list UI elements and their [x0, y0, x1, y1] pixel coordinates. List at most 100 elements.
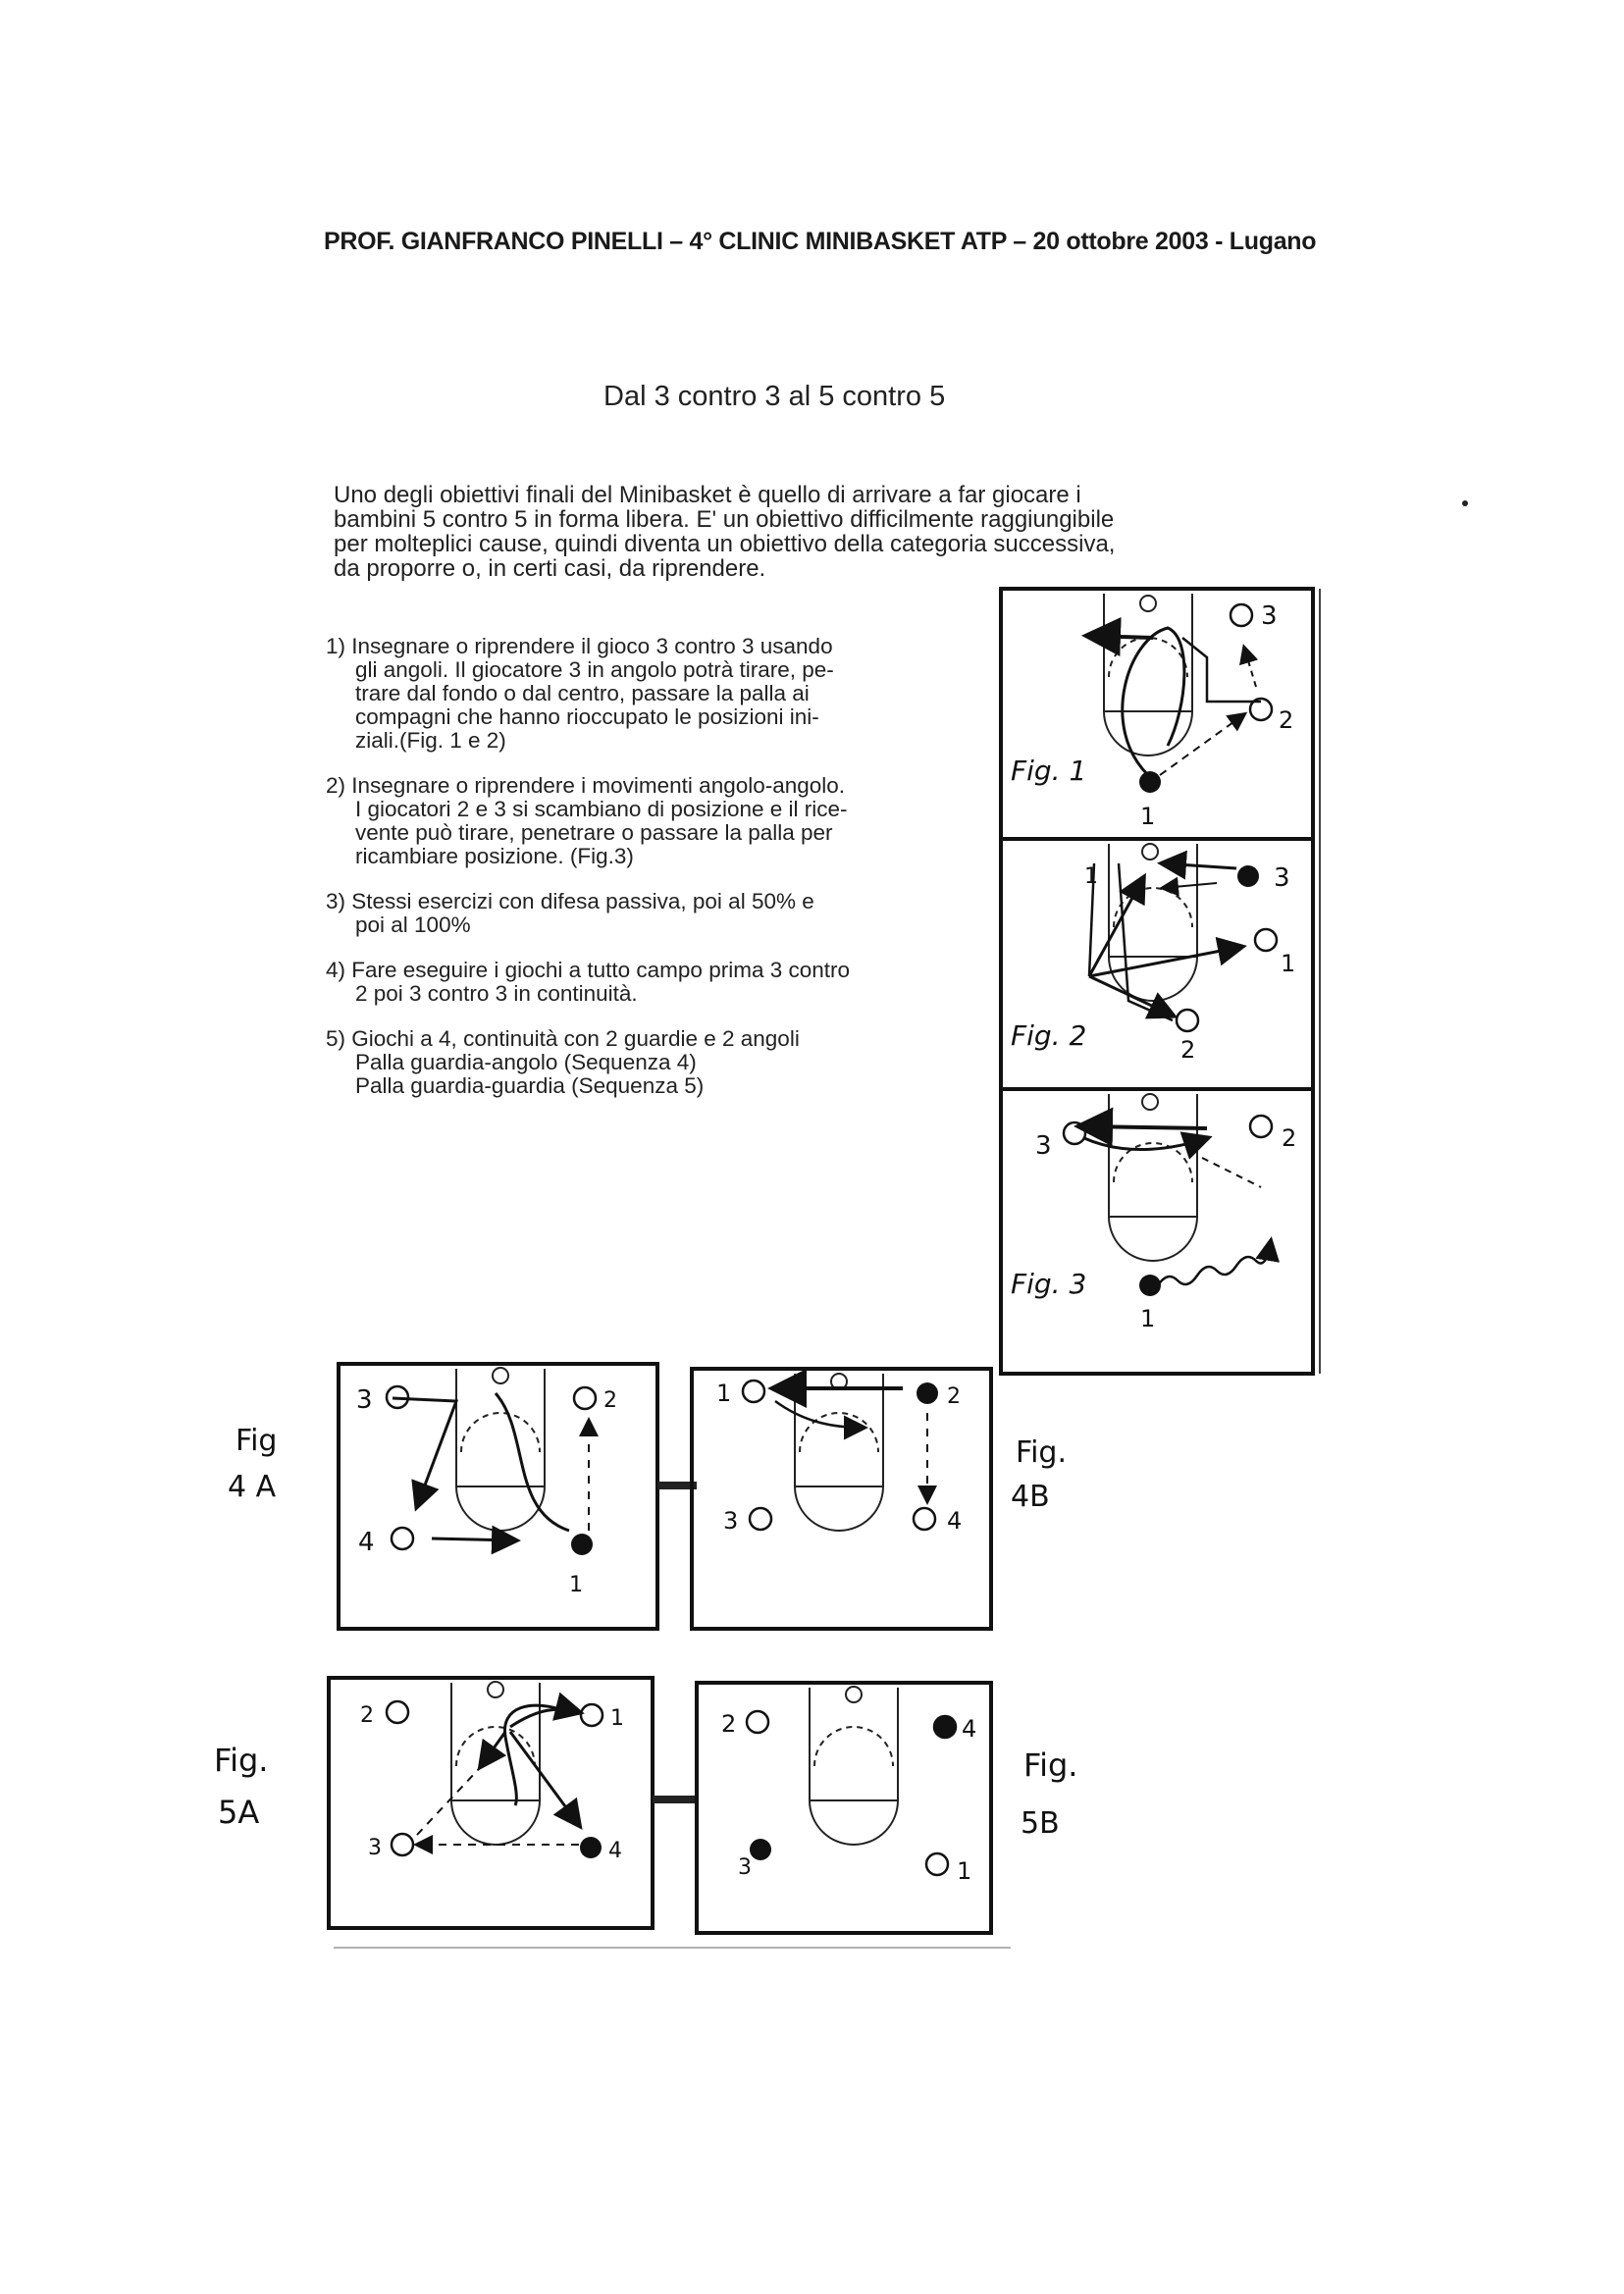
ball-handler-icon	[1237, 865, 1259, 887]
player-label: 2	[1282, 1124, 1296, 1152]
offense-player-icon	[745, 1709, 770, 1735]
item-line: 2 poi 3 contro 3 in continuità.	[355, 981, 638, 1006]
pass-line	[1201, 1157, 1262, 1188]
basket-icon	[1139, 595, 1157, 612]
offense-player-icon	[1253, 927, 1279, 953]
intro-line: bambini 5 contro 5 in forma libera. E' u…	[334, 506, 1115, 533]
player-label: 2	[721, 1710, 736, 1738]
item-line: poi al 100%	[355, 912, 471, 937]
court-frame	[337, 1362, 659, 1631]
basket-icon	[1141, 1093, 1159, 1111]
move-arrow	[1074, 1107, 1208, 1147]
figure-label: 5B	[1021, 1806, 1060, 1841]
free-throw-arc	[450, 1799, 541, 1846]
player-label: 2	[360, 1703, 374, 1728]
item-line: ziali.(Fig. 1 e 2)	[355, 728, 506, 753]
item-line: trare dal fondo o dal centro, passare la…	[355, 681, 810, 705]
player-label: 4	[947, 1507, 962, 1535]
player-label: 1	[1281, 950, 1295, 977]
figure-2: 3 1 2 1 Fig. 2	[999, 837, 1315, 1091]
court-frame	[695, 1681, 993, 1935]
free-throw-arc	[809, 1799, 899, 1846]
paint-area	[1108, 1094, 1198, 1218]
dribble-path	[1156, 1236, 1281, 1286]
figure-label: Fig. 3	[1011, 1268, 1086, 1300]
item-line: compagni che hanno rioccupato le posizio…	[355, 704, 819, 729]
player-label: 3	[1274, 863, 1290, 893]
pass-line	[416, 1755, 492, 1836]
offense-player-icon	[572, 1385, 598, 1411]
basket-icon	[1141, 843, 1159, 860]
move-arrow	[392, 1396, 459, 1512]
pass-arrow	[1239, 644, 1259, 688]
paint-area	[455, 1369, 546, 1487]
player-label: 1	[716, 1380, 731, 1407]
paint-area	[450, 1683, 541, 1801]
figure-label: 4 A	[228, 1470, 277, 1504]
cut-path	[1121, 626, 1186, 777]
free-throw-arc	[1108, 1216, 1198, 1262]
player-label: 3	[1261, 601, 1278, 631]
court-frame	[999, 1087, 1315, 1376]
player-label: 2	[947, 1384, 961, 1409]
move-arrow	[477, 1731, 507, 1771]
offense-player-icon	[1248, 1114, 1274, 1139]
figure-1: 3 2 1 Fig. 1	[999, 587, 1315, 841]
offense-player-icon	[385, 1699, 410, 1725]
basket-icon	[487, 1681, 504, 1698]
item-line: gli angoli. Il giocatore 3 in angolo pot…	[355, 657, 834, 682]
player-label: 1	[1140, 1305, 1155, 1332]
offense-player-icon	[1062, 1121, 1087, 1146]
intro-line: Uno degli obiettivi finali del Minibaske…	[334, 482, 1081, 508]
figure-label: 5A	[218, 1794, 259, 1831]
offense-player-icon	[748, 1506, 773, 1532]
move-arrow	[1088, 974, 1179, 1019]
basket-icon	[845, 1686, 863, 1703]
intro-paragraph: Uno degli obiettivi finali del Minibaske…	[334, 483, 1236, 581]
player-label: 1	[1084, 864, 1098, 889]
move-arrow	[1087, 872, 1146, 977]
cut-path	[502, 1703, 570, 1806]
dashed-arc	[813, 1726, 894, 1767]
ball-handler-icon	[917, 1382, 938, 1404]
dashed-arc	[799, 1412, 879, 1453]
offense-player-icon	[579, 1702, 604, 1728]
player-label: 3	[1035, 1131, 1052, 1161]
player-label: 3	[723, 1507, 738, 1535]
pass-arrow	[1159, 711, 1248, 776]
figure-label: 4B	[1011, 1480, 1050, 1514]
ball-handler-icon	[750, 1839, 771, 1860]
offense-player-icon	[1248, 697, 1274, 722]
document-header: PROF. GIANFRANCO PINELLI – 4° CLINIC MIN…	[324, 228, 1317, 255]
move-arrow	[1083, 1131, 1213, 1160]
item-line: 4) Fare eseguire i giochi a tutto campo …	[326, 958, 851, 982]
ball-handler-icon	[1139, 1275, 1161, 1296]
move-arrow	[509, 1692, 585, 1729]
item-line: 2) Insegnare o riprendere i movimenti an…	[326, 773, 846, 798]
cut-path	[494, 1392, 570, 1533]
move-arrow	[1088, 936, 1247, 978]
move-line	[1087, 862, 1096, 977]
exercise-item-2: 2) Insegnare o riprendere i movimenti an…	[326, 774, 954, 868]
offense-player-icon	[1229, 602, 1254, 628]
item-line: Palla guardia-angolo (Sequenza 4)	[355, 1050, 697, 1074]
exercise-item-4: 4) Fare eseguire i giochi a tutto campo …	[326, 959, 954, 1006]
item-line: I giocatori 2 e 3 si scambiano di posizi…	[355, 797, 848, 821]
free-throw-arc	[794, 1486, 884, 1532]
move-arrow	[774, 1399, 868, 1440]
offense-player-icon	[385, 1384, 410, 1410]
ball-handler-icon	[932, 1714, 958, 1740]
exercise-item-3: 3) Stessi esercizi con difesa passiva, p…	[326, 890, 954, 937]
item-line: 1) Insegnare o riprendere il gioco 3 con…	[326, 634, 833, 658]
player-label: 4	[962, 1715, 976, 1743]
player-label: 3	[356, 1385, 373, 1415]
intro-line: da proporre o, in certi casi, da riprend…	[334, 555, 766, 582]
item-line: 3) Stessi esercizi con difesa passiva, p…	[326, 889, 814, 913]
court-frame	[690, 1367, 993, 1631]
paint-area	[794, 1374, 884, 1487]
move-line	[1117, 862, 1174, 1022]
figure-label: Fig. 1	[1011, 755, 1086, 787]
item-line: 5) Giochi a 4, continuità con 2 guardie …	[326, 1026, 800, 1051]
free-throw-arc	[1103, 710, 1193, 756]
figure-3: 3 2 1 Fig. 3	[999, 1087, 1315, 1376]
